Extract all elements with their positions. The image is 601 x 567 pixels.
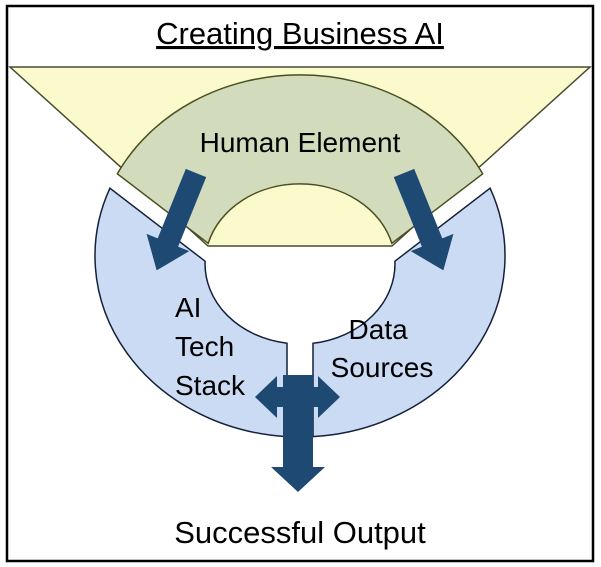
successful-output-label: Successful Output bbox=[174, 515, 426, 550]
human-element-segment bbox=[116, 74, 484, 245]
data-sources-label: Data Sources bbox=[331, 314, 434, 383]
human-element-label: Human Element bbox=[200, 127, 401, 158]
ai-tech-stack-segment bbox=[94, 187, 288, 438]
data-sources-segment bbox=[312, 187, 506, 438]
diagram-frame bbox=[5, 4, 595, 563]
left-flow-arrow-icon bbox=[146, 168, 207, 271]
ai-tech-stack-label: AI Tech Stack bbox=[175, 292, 246, 401]
right-flow-arrow-icon bbox=[393, 168, 454, 271]
page-title: Creating Business AI bbox=[156, 16, 444, 51]
output-arrow-icon bbox=[255, 375, 340, 492]
